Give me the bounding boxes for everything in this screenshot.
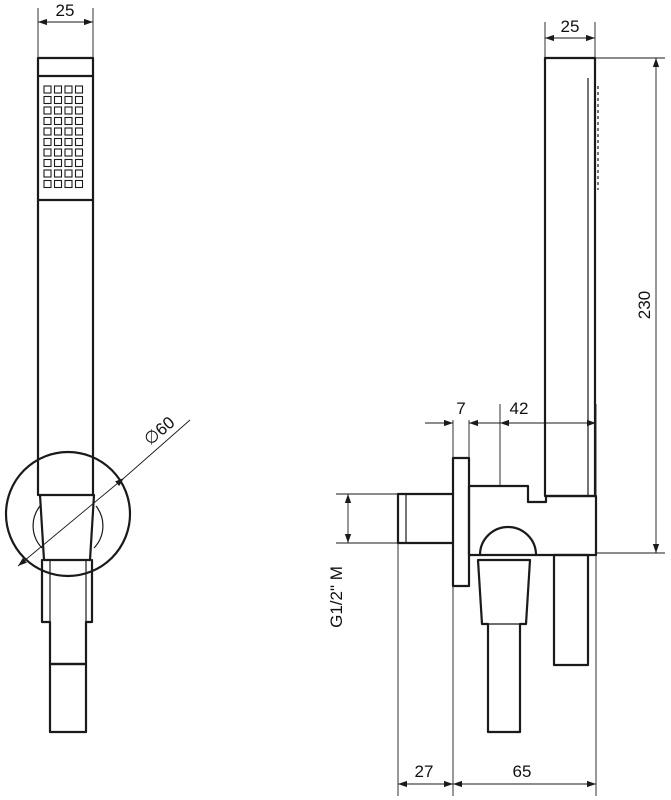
height-label: 230	[635, 291, 654, 319]
nozzle	[53, 158, 63, 168]
nozzle	[53, 106, 63, 115]
nozzle	[43, 106, 52, 115]
nozzle	[53, 127, 63, 136]
inlet-length-label: 27	[415, 762, 434, 781]
nozzle	[43, 148, 52, 157]
nozzle	[74, 169, 84, 178]
nozzle	[43, 95, 52, 105]
holder-arc-right	[93, 505, 104, 549]
nozzle	[43, 169, 52, 178]
nozzle	[43, 127, 52, 136]
nozzle	[74, 116, 84, 126]
nozzle	[64, 137, 73, 147]
holder-collar	[38, 493, 96, 562]
rear-pin	[552, 553, 590, 667]
side-hand-shower	[543, 56, 597, 498]
inlet-pipe	[396, 492, 455, 545]
nozzle	[53, 148, 63, 157]
ball-joint	[478, 525, 538, 557]
diameter-label: ∅60	[140, 413, 178, 449]
nozzle	[64, 127, 73, 136]
nozzle	[64, 116, 73, 126]
nozzle	[74, 148, 84, 157]
side-wall-plate	[451, 456, 471, 588]
front-view: ∅60 25	[4, 1, 191, 734]
body-depth-label: 65	[513, 762, 532, 781]
nozzle	[74, 106, 84, 115]
nozzle	[53, 169, 63, 178]
nozzle	[43, 116, 52, 126]
wall-plate-circle	[4, 450, 132, 578]
diameter-line	[17, 477, 125, 567]
nozzle	[74, 95, 84, 105]
nozzle	[64, 179, 73, 189]
nozzle	[53, 179, 63, 189]
nozzle-grid	[43, 85, 84, 189]
hose	[48, 662, 88, 734]
nozzle	[64, 148, 73, 157]
nozzle	[64, 106, 73, 115]
front-width-label: 25	[56, 1, 75, 20]
center-offset-label: 42	[510, 399, 529, 418]
nozzle	[53, 95, 63, 105]
side-hose-connector	[476, 558, 532, 734]
nozzle	[43, 179, 52, 189]
nozzle	[74, 85, 84, 94]
nozzle	[43, 137, 52, 147]
side-width-label: 25	[561, 17, 580, 36]
nozzle	[43, 85, 52, 94]
nozzle	[43, 158, 52, 168]
nozzle	[64, 158, 73, 168]
nozzle	[74, 179, 84, 189]
nozzle	[53, 116, 63, 126]
nozzle	[64, 95, 73, 105]
nozzle	[64, 85, 73, 94]
nozzle	[53, 137, 63, 147]
nozzle	[74, 137, 84, 147]
nozzle	[53, 85, 63, 94]
side-view: 25 230 7 42 G1/2" M 27 65	[327, 17, 665, 796]
thread-label: G1/2" M	[327, 566, 346, 628]
nozzle	[74, 127, 84, 136]
diameter-extension	[123, 419, 191, 479]
wall-offset-label: 7	[456, 399, 465, 418]
nozzle	[74, 158, 84, 168]
nozzle	[64, 169, 73, 178]
